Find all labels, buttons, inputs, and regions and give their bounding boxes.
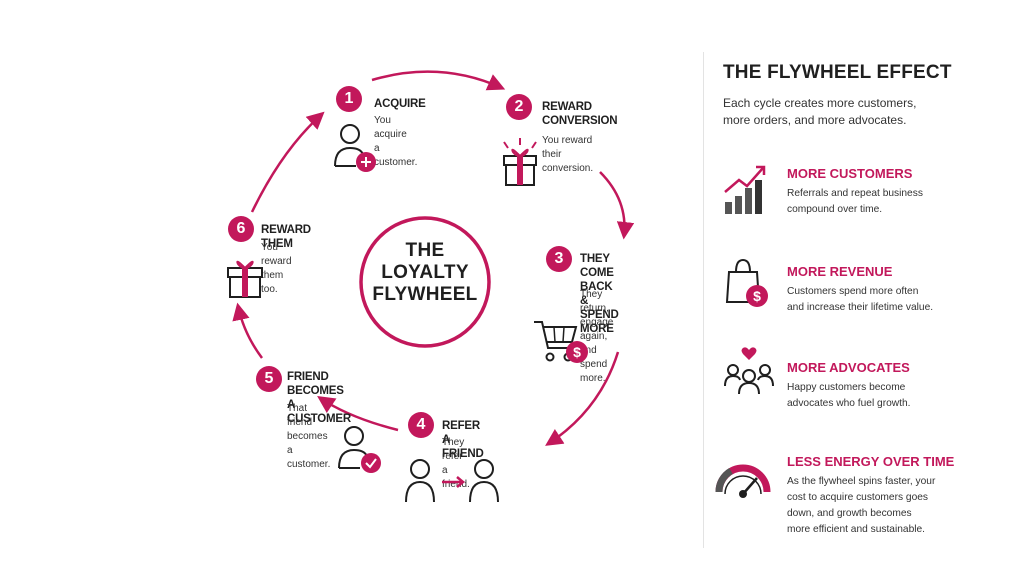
arrow-4-to-5 (317, 396, 399, 432)
user-check-icon (338, 426, 381, 473)
flywheel-arrows (232, 70, 635, 446)
arrow-6-to-1 (250, 111, 325, 213)
panel-subtitle: Each cycle creates more customers, more … (723, 96, 917, 127)
step-number: 5 (256, 366, 282, 392)
panel-divider (703, 52, 704, 548)
center-title: THE LOYALTY FLYWHEEL (372, 240, 478, 305)
step-number: 4 (408, 412, 434, 438)
people-heart-icon (724, 347, 774, 395)
feature-title: MORE CUSTOMERS (787, 166, 913, 181)
svg-text:$: $ (753, 288, 761, 304)
step-number: 6 (228, 216, 254, 242)
feature-title: MORE ADVOCATES (787, 360, 910, 375)
speedometer-icon (715, 464, 771, 498)
step-title: ACQUIRE (374, 98, 426, 110)
refer-friend-icon (405, 459, 499, 503)
step-number: 2 (506, 94, 532, 120)
gift-icon (227, 260, 263, 298)
feature-title: MORE REVENUE (787, 264, 893, 279)
center-circle (359, 216, 491, 348)
add-user-icon (334, 124, 376, 172)
step-title: REWARD THEM (261, 224, 311, 250)
shopping-cart-dollar-icon: $ (534, 321, 588, 363)
flywheel-effect-panel: THE FLYWHEEL EFFECT Each cycle creates m… (715, 0, 1013, 576)
arrow-2-to-3 (599, 171, 635, 240)
arrow-1-to-2 (371, 70, 506, 91)
step-desc: You acquire a customer. (374, 115, 418, 168)
step-desc: You reward their conversion. (542, 135, 594, 174)
growth-chart-icon (724, 165, 766, 214)
arrow-3-to-4 (545, 351, 620, 446)
panel-title: THE FLYWHEEL EFFECT (723, 62, 952, 83)
loyalty-flywheel-diagram: THE LOYALTY FLYWHEEL 1 ACQUIRE You acqui… (227, 70, 635, 503)
feature-desc: As the flywheel spins faster, your cost … (787, 476, 936, 535)
feature-desc: Customers spend more often and increase … (787, 286, 934, 313)
step-title: FRIEND BECOMES A CUSTOMER (287, 371, 351, 425)
step-title: REFER A FRIEND (442, 420, 484, 460)
arrow-5-to-6 (232, 302, 264, 359)
svg-text:$: $ (573, 344, 581, 360)
step-number: 1 (336, 86, 362, 112)
feature-title: LESS ENERGY OVER TIME (787, 454, 955, 469)
feature-desc: Happy customers become advocates who fue… (787, 382, 911, 409)
step-title: REWARD CONVERSION (542, 101, 618, 127)
feature-desc: Referrals and repeat business compound o… (787, 188, 923, 215)
shopping-bag-dollar-icon: $ (725, 258, 768, 307)
step-desc: They return, engage again, and spend mor… (580, 289, 614, 384)
step-title: THEY COME BACK & SPEND MORE (580, 253, 619, 335)
step-desc: You reward them too. (261, 242, 292, 295)
step-desc: That friend becomes a customer. (287, 403, 331, 470)
step-desc: They refer a friend. (442, 437, 470, 490)
step-number: 3 (546, 246, 572, 272)
gift-icon (503, 138, 537, 186)
